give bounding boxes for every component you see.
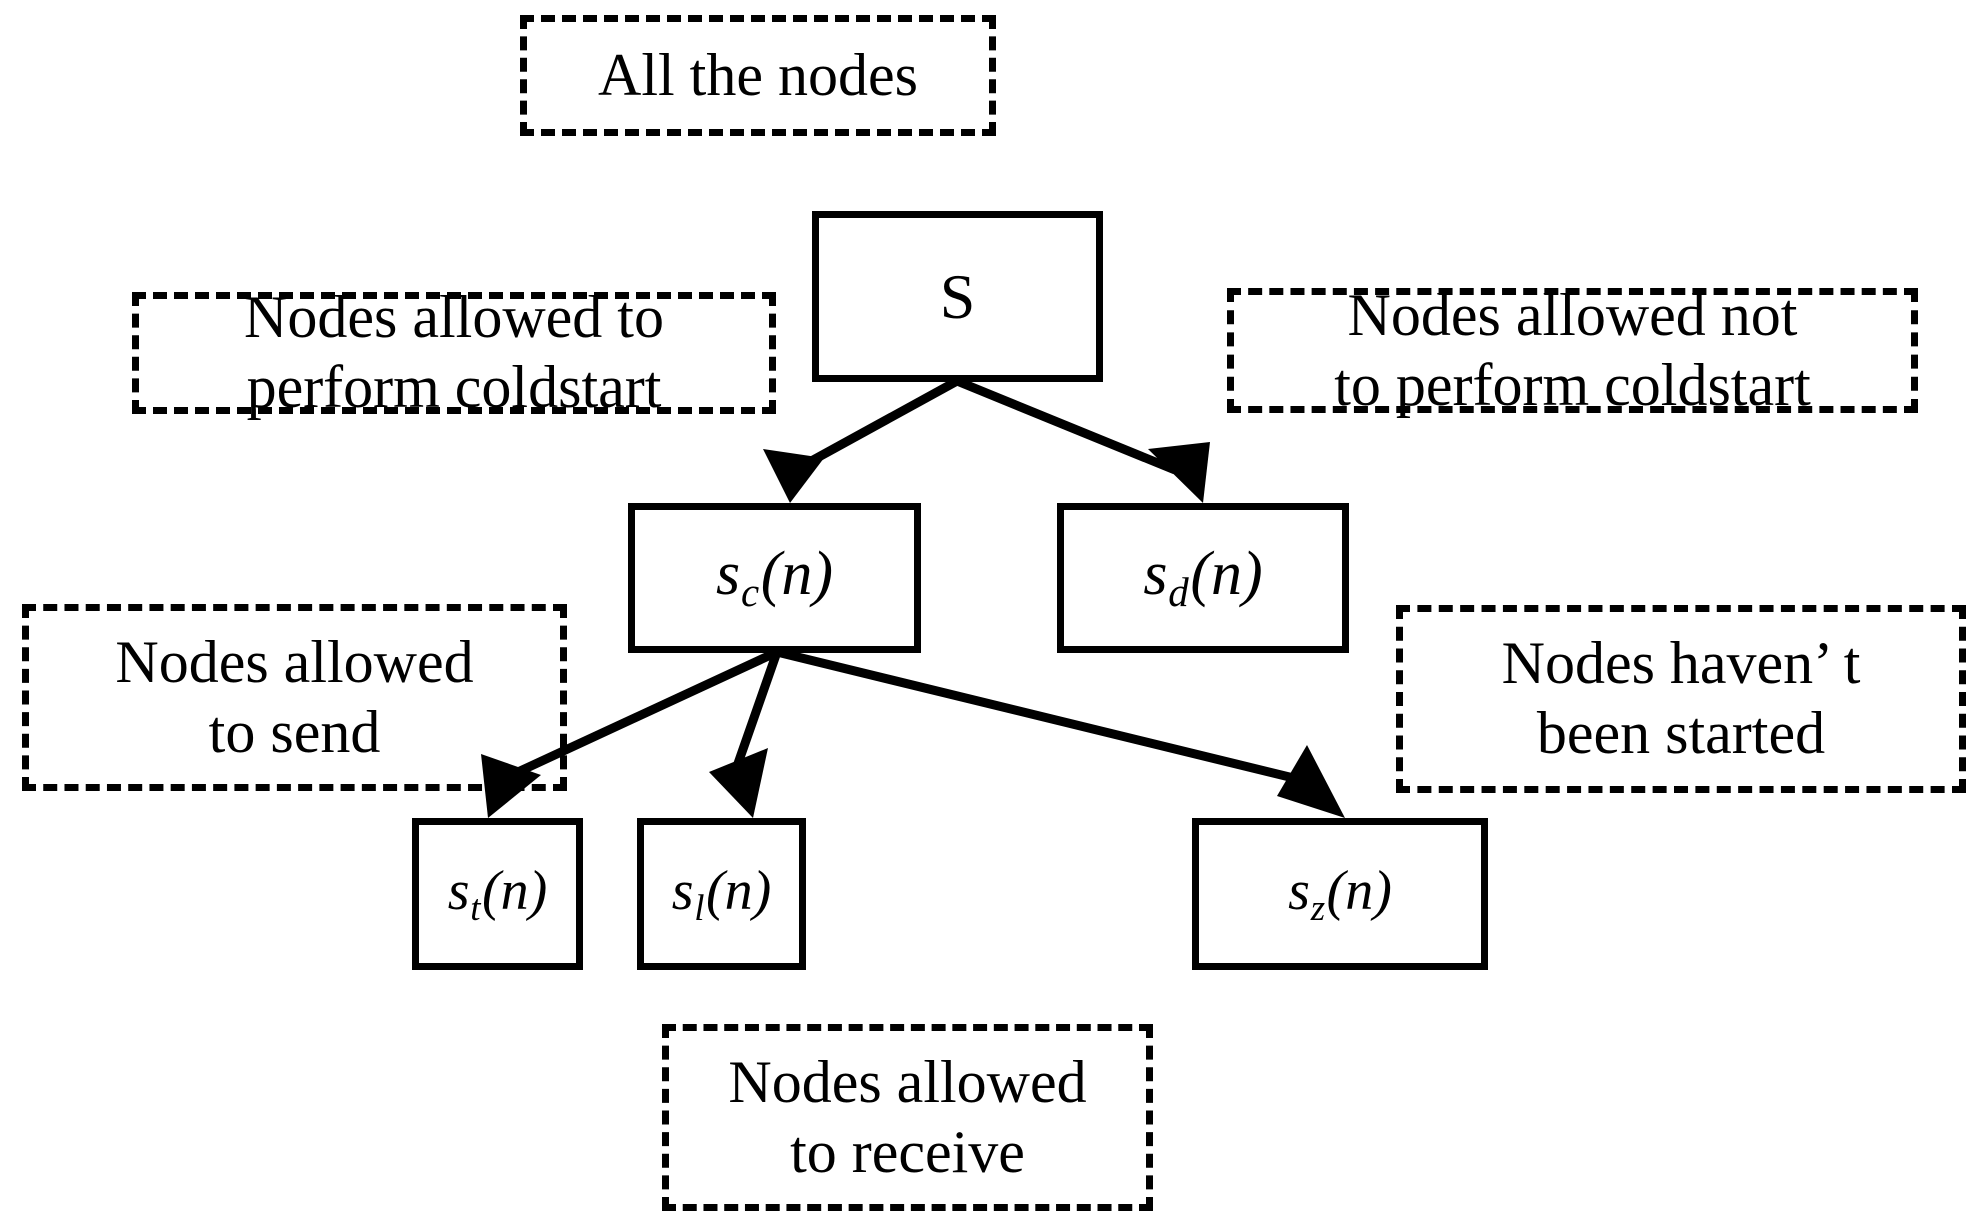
node-st-label: st(n) [448, 860, 548, 928]
node-sz-base: s [1288, 859, 1310, 922]
node-sl-arg: (n) [705, 859, 772, 922]
edge-s-to-sd [955, 376, 1210, 503]
annotation-allowed-send-label: Nodes allowed to send [115, 628, 474, 765]
node-sd-base: s [1143, 539, 1168, 608]
node-sd-subscript: d [1168, 570, 1189, 616]
node-sl-base: s [671, 859, 694, 922]
annotation-allowed-receive: Nodes allowed to receive [662, 1024, 1153, 1211]
node-sc-base: s [715, 539, 741, 608]
node-sz-arg: (n) [1326, 859, 1392, 922]
node-st-subscript: t [470, 886, 481, 928]
edge-s-to-sc [763, 377, 960, 503]
node-sc-arg: (n) [760, 539, 834, 608]
annotation-all-nodes: All the nodes [520, 15, 996, 136]
edge-sc-to-sz [775, 647, 1345, 818]
node-sl-label: sl(n) [672, 860, 772, 928]
node-st-arg: (n) [481, 859, 548, 922]
node-sl-subscript: l [694, 886, 705, 928]
node-st[interactable]: st(n) [412, 818, 583, 970]
node-sz[interactable]: sz(n) [1192, 818, 1488, 970]
annotation-allowed-send: Nodes allowed to send [22, 604, 567, 791]
node-sd-arg: (n) [1190, 539, 1263, 608]
annotation-not-allowed-coldstart: Nodes allowed not to perform coldstart [1227, 282, 1918, 418]
annotation-allowed-coldstart-label: Nodes allowed to perform coldstart [244, 284, 664, 420]
annotation-allowed-coldstart: Nodes allowed to perform coldstart [132, 284, 776, 420]
node-sc[interactable]: sc(n) [628, 503, 921, 653]
node-sc-subscript: c [740, 570, 760, 616]
node-sc-label: sc(n) [716, 540, 833, 616]
annotation-havent-started: Nodes haven’ t been started [1396, 605, 1966, 793]
node-s[interactable]: S [812, 211, 1103, 382]
node-st-base: s [447, 859, 470, 922]
node-sd-label: sd(n) [1143, 540, 1262, 616]
node-s-label: S [939, 260, 976, 332]
node-sz-label: sz(n) [1288, 860, 1392, 928]
annotation-all-nodes-label: All the nodes [598, 41, 918, 108]
edge-sc-to-sl [709, 650, 782, 818]
annotation-not-allowed-coldstart-label: Nodes allowed not to perform coldstart [1334, 281, 1811, 418]
annotation-allowed-receive-label: Nodes allowed to receive [728, 1048, 1087, 1185]
annotation-havent-started-label: Nodes haven’ t been started [1501, 630, 1861, 766]
node-sl[interactable]: sl(n) [637, 818, 806, 970]
node-sz-subscript: z [1310, 886, 1326, 928]
node-sd[interactable]: sd(n) [1057, 503, 1349, 653]
